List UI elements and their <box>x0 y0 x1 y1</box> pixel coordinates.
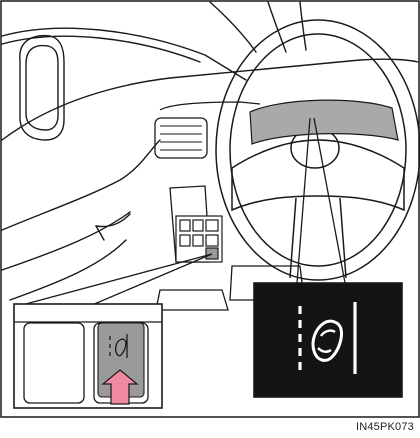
figure-code: IN45PK073 <box>356 421 414 433</box>
dashboard-switch-panel <box>176 216 222 262</box>
indicator-inset <box>254 283 402 397</box>
switch-inset <box>14 304 162 408</box>
lda-switch-location <box>206 248 218 259</box>
